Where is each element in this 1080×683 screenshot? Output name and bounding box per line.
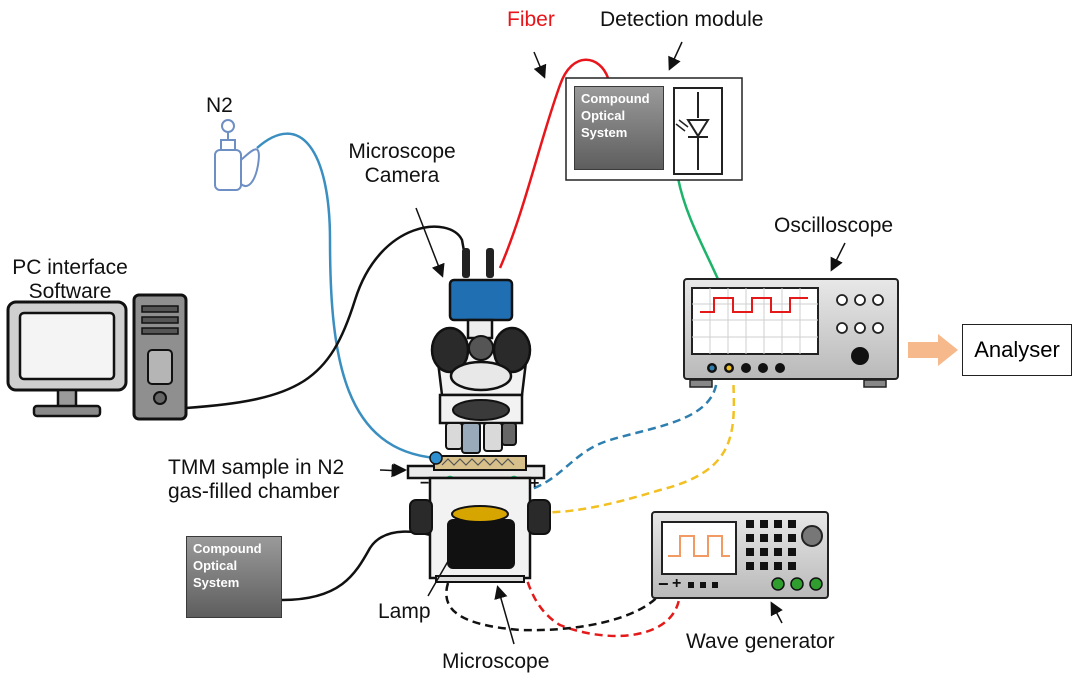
monitor-stand	[32, 404, 102, 418]
pc-interface-label: PC interface Software	[0, 256, 140, 304]
fiber-label: Fiber	[507, 8, 555, 31]
tmm-sample-label-line2: gas-filled chamber	[168, 480, 340, 504]
wavegen-buttons	[688, 520, 796, 588]
oscilloscope-knobs	[836, 294, 884, 334]
wavegen-cable-red	[513, 491, 682, 638]
svg-text:+: +	[530, 475, 539, 492]
monitor-screen	[18, 311, 116, 381]
lamp-optics-box: Compound Optical System	[186, 536, 282, 618]
detection-optics-box: Compound Optical System	[574, 86, 664, 170]
electrode-cable-yellow	[524, 371, 736, 514]
detection-optics-line1: Compound	[581, 91, 650, 106]
wave-generator-label: Wave generator	[686, 630, 835, 653]
wavegen-cable-black	[445, 582, 666, 632]
focus-knob-right	[527, 499, 551, 535]
wavegen-screen	[661, 521, 737, 575]
pc-interface-label-line1: PC interface	[12, 256, 128, 279]
detection-optics-line2: Optical	[581, 107, 626, 123]
svg-text:+: +	[672, 575, 681, 592]
oscilloscope	[683, 278, 899, 388]
focus-knob-left	[409, 499, 433, 535]
pc-workstation	[6, 293, 188, 421]
objective-lens	[445, 422, 463, 450]
lamp-label: Lamp	[378, 600, 431, 623]
pc-interface-label-line2: Software	[28, 280, 112, 304]
oscilloscope-ports	[707, 363, 785, 373]
photodiode-icon	[686, 119, 710, 138]
svg-text:−: −	[420, 475, 429, 492]
microscope-label: Microscope	[442, 650, 550, 673]
lamp-optics-line3: System	[193, 574, 240, 590]
microscope-camera-label-line1: Microscope	[348, 140, 456, 163]
lamp-optics-line2: Optical	[193, 557, 238, 573]
oscilloscope-dial	[851, 347, 869, 365]
nosepiece	[452, 399, 510, 421]
microscope: + −	[406, 248, 551, 583]
pc-camera-cable	[185, 225, 468, 410]
analyser-box: Analyser	[962, 324, 1072, 376]
wave-generator: − +	[651, 511, 829, 599]
detection-optics-line3: System	[581, 124, 628, 140]
n2-label: N2	[206, 94, 233, 117]
square-wave-trace	[700, 297, 808, 313]
n2-cylinder	[214, 119, 260, 191]
eyepiece-right	[492, 326, 532, 374]
pointer-arrows	[393, 41, 846, 645]
wavegen-dial	[801, 525, 823, 547]
optical-fiber	[498, 58, 610, 269]
microscope-camera-icon	[448, 278, 514, 322]
gas-inlet	[429, 451, 443, 465]
eyepiece-left	[430, 326, 470, 374]
output-arrow-icon	[908, 334, 958, 366]
oscilloscope-label: Oscilloscope	[774, 214, 894, 237]
detection-module-label: Detection module	[600, 8, 764, 31]
n2-gas-tube	[256, 132, 437, 460]
electrode-cable-blue	[519, 371, 719, 494]
lamp-optics-cable	[281, 530, 447, 602]
tmm-sample-label: TMM sample in N2 gas-filled chamber	[168, 456, 344, 504]
microscope-camera-label-line2: Camera	[364, 164, 440, 188]
svg-text:−: −	[658, 574, 669, 594]
pressure-gauge-icon	[221, 119, 235, 133]
lamp-optics-line1: Compound	[193, 541, 262, 556]
wavegen-trace	[668, 535, 730, 557]
tmm-sample-label-line1: TMM sample in N2	[168, 456, 345, 479]
camera-connector	[462, 248, 470, 278]
microscope-camera-label: Microscope Camera	[336, 140, 468, 188]
